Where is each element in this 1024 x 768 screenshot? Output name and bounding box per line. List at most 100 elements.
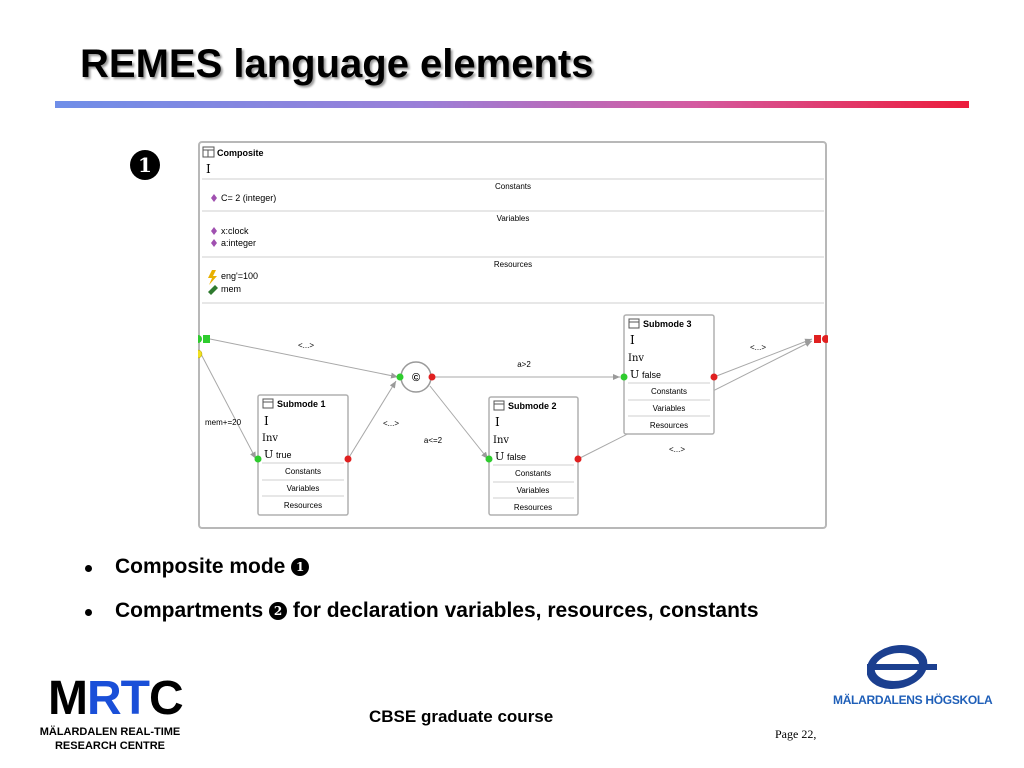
- submode-section: Resources: [650, 421, 688, 430]
- entry-port-marker: [203, 335, 210, 343]
- memory-resource-icon: [208, 285, 218, 295]
- submode-invariant: I: [495, 415, 500, 429]
- submode-section: Constants: [515, 469, 551, 478]
- constant-item: C= 2 (integer): [221, 193, 276, 203]
- mrtc-line: MÄLARDALEN REAL-TIME: [39, 726, 181, 738]
- submode-name: Submode 2: [508, 401, 557, 411]
- submode-1: Submode 1 I Inv U true Constants Variabl…: [254, 394, 352, 516]
- page-number: Page 22,: [775, 727, 817, 741]
- submode-init-value: true: [276, 450, 292, 460]
- bullet-dot: [85, 565, 92, 572]
- submode-init-symbol: U: [264, 448, 273, 461]
- submode-3: Submode 3 I Inv U false Constants Variab…: [620, 314, 718, 435]
- edge-submode3-to-exit: [713, 338, 813, 378]
- submode-init-symbol: U: [495, 450, 504, 463]
- bullet-text: Composite mode: [115, 555, 286, 578]
- compartment-variables-label: Variables: [497, 214, 530, 223]
- submode-name: Submode 1: [277, 399, 326, 409]
- edge-label: <...>: [750, 343, 766, 352]
- mrtc-logo-word: MRTC: [48, 675, 188, 723]
- compartment-constants-label: Constants: [495, 182, 531, 191]
- edge-connector-to-submode2: [429, 385, 489, 460]
- marker-one: 1: [130, 150, 160, 180]
- edge-label: <...>: [669, 445, 685, 454]
- composite-name: Composite: [217, 148, 264, 158]
- marker-number: 2: [273, 604, 283, 618]
- entry-port: [198, 335, 202, 343]
- bullet-composite-mode: Composite mode 1: [80, 552, 759, 596]
- edge-label-guard: a>2: [517, 360, 531, 369]
- submode-section: Variables: [287, 484, 320, 493]
- edge-label: <...>: [298, 341, 314, 350]
- variable-item: a:integer: [221, 238, 256, 248]
- mdh-logo-emblem: [867, 645, 937, 689]
- edge-init-to-submode1: [200, 353, 257, 460]
- connector-in-port: [396, 373, 404, 381]
- bullet-compartments: Compartments 2 for declaration variables…: [80, 596, 759, 640]
- mrtc-letter: T: [120, 672, 150, 725]
- energy-resource-icon: [208, 270, 217, 285]
- mrtc-letter: C: [148, 672, 184, 725]
- submode-entry-port: [485, 455, 493, 463]
- edge-label: <...>: [383, 419, 399, 428]
- submode-section: Resources: [284, 501, 322, 510]
- submode-exit-port: [574, 455, 582, 463]
- composite-icon: [202, 146, 215, 158]
- submode-2: Submode 2 I Inv U false Constants Variab…: [485, 396, 582, 516]
- edge-entry-to-connector: [209, 338, 399, 379]
- mrtc-letter: M: [48, 672, 88, 725]
- marker-two-inline: 2: [269, 602, 288, 620]
- mrtc-logo: MRTC MÄLARDALEN REAL-TIME RESEARCH CENTR…: [38, 675, 188, 753]
- connector-symbol: ©: [412, 372, 420, 384]
- variable-item: x:clock: [221, 226, 249, 236]
- submode-inv-label: Inv: [262, 433, 278, 444]
- mrtc-line: RESEARCH CENTRE: [54, 740, 165, 752]
- submode-init-value: false: [507, 452, 526, 462]
- edge-label-reset: mem+=20: [205, 418, 242, 427]
- submode-exit-port: [344, 455, 352, 463]
- mdh-logo: MÄLARDALENS HÖGSKOLA: [833, 643, 993, 707]
- mrtc-letter: R: [86, 672, 122, 725]
- exit-port: [822, 335, 828, 343]
- variable-icon: [211, 227, 217, 235]
- submode-section: Resources: [514, 503, 552, 512]
- submode-inv-label: Inv: [628, 353, 644, 364]
- resource-item: eng'=100: [221, 271, 258, 281]
- footer-course: CBSE graduate course: [369, 707, 554, 726]
- init-port: [198, 349, 203, 359]
- marker-one-number: 1: [138, 153, 152, 177]
- bullet-text: for declaration variables, resources, co…: [292, 599, 759, 622]
- submode-entry-port: [254, 455, 262, 463]
- submode-section: Constants: [651, 387, 687, 396]
- compartment-resources-label: Resources: [494, 260, 532, 269]
- exit-port-marker: [814, 335, 821, 343]
- edge-label-guard: a<=2: [424, 436, 443, 445]
- edge-submode1-to-connector: [347, 380, 397, 460]
- submode-init-value: false: [642, 370, 661, 380]
- submode-init-symbol: U: [630, 368, 639, 381]
- variable-icon: [211, 239, 217, 247]
- submode-invariant: I: [264, 414, 269, 428]
- submode-entry-port: [620, 373, 628, 381]
- connector-out-port: [428, 373, 436, 381]
- submode-section: Variables: [517, 486, 550, 495]
- bullet-text: Compartments: [115, 599, 264, 622]
- mrtc-logo-subtitle: MÄLARDALEN REAL-TIME RESEARCH CENTRE: [38, 725, 182, 753]
- marker-one-inline: 1: [291, 558, 310, 576]
- bullet-dot: [85, 609, 92, 616]
- submode-name: Submode 3: [643, 319, 692, 329]
- composite-invariant-symbol: I: [206, 162, 211, 176]
- submode-exit-port: [710, 373, 718, 381]
- submode-icon: [493, 400, 505, 411]
- marker-number: 1: [296, 560, 305, 574]
- resource-item: mem: [221, 284, 241, 294]
- remes-diagram: Composite I Constants C= 2 (integer) Var…: [198, 141, 828, 529]
- mdh-logo-text: MÄLARDALENS HÖGSKOLA: [833, 693, 993, 707]
- constant-icon: [211, 194, 217, 202]
- submode-icon: [628, 318, 640, 329]
- submode-inv-label: Inv: [493, 435, 509, 446]
- submode-section: Constants: [285, 467, 321, 476]
- title-rule: [55, 101, 969, 108]
- submode-invariant: I: [630, 333, 635, 347]
- submode-icon: [262, 398, 274, 409]
